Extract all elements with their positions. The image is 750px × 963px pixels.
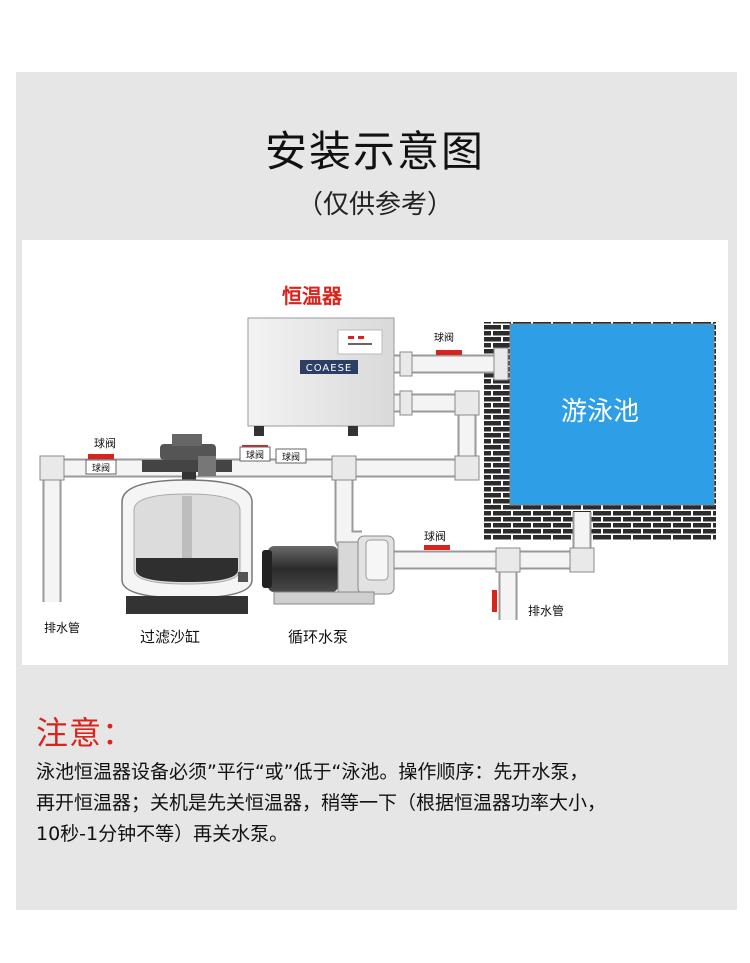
ball-valve-left — [85, 454, 117, 475]
valve-tag-heater-2: 球阀 — [282, 451, 300, 463]
pipe-fittings — [39, 347, 595, 573]
drain-label-left: 排水管 — [44, 620, 80, 635]
pump-label: 循环水泵 — [288, 628, 348, 646]
notice-title: 注意： — [36, 714, 136, 752]
valve-label-left: 球阀 — [94, 436, 116, 450]
filter-label: 过滤沙缸 — [140, 628, 200, 646]
heater-label: 恒温器 — [282, 284, 343, 308]
ball-valve-top — [436, 350, 462, 355]
page-subtitle: （仅供参考） — [296, 190, 453, 220]
sand-filter — [121, 434, 253, 614]
pipes — [42, 354, 592, 620]
notice-line-1: 泳池恒温器设备必须”平行“或”低于“泳池。操作顺序：先开水泵， — [36, 761, 589, 783]
pool-label: 游泳池 — [561, 397, 639, 427]
valve-tag-left: 球阀 — [92, 462, 110, 474]
notice-line-2: 再开恒温器；关机是先关恒温器，稍等一下（根据恒温器功率大小， — [36, 792, 607, 814]
ball-valve-pump — [424, 545, 450, 550]
valve-label-pump: 球阀 — [424, 529, 446, 543]
notice-line-3: 10秒-1分钟不等）再关水泵。 — [36, 823, 289, 845]
page-title: 安装示意图 — [264, 127, 485, 176]
diagram-svg: 游泳池 — [39, 284, 716, 646]
ball-valve-drain — [492, 590, 497, 612]
valve-label-top: 球阀 — [434, 331, 454, 344]
drain-label-right: 排水管 — [528, 603, 564, 618]
installation-diagram: 游泳池 — [22, 240, 728, 665]
notice-text: 泳池恒温器设备必须”平行“或”低于“泳池。操作顺序：先开水泵， 再开恒温器；关机… — [36, 757, 736, 850]
ball-valve-heater — [239, 445, 307, 464]
heater-unit — [247, 317, 395, 436]
valve-tag-heater-1: 球阀 — [246, 449, 264, 461]
circulation-pump — [262, 535, 395, 605]
heater-brand: COAESE — [306, 363, 353, 374]
swimming-pool — [509, 323, 715, 506]
